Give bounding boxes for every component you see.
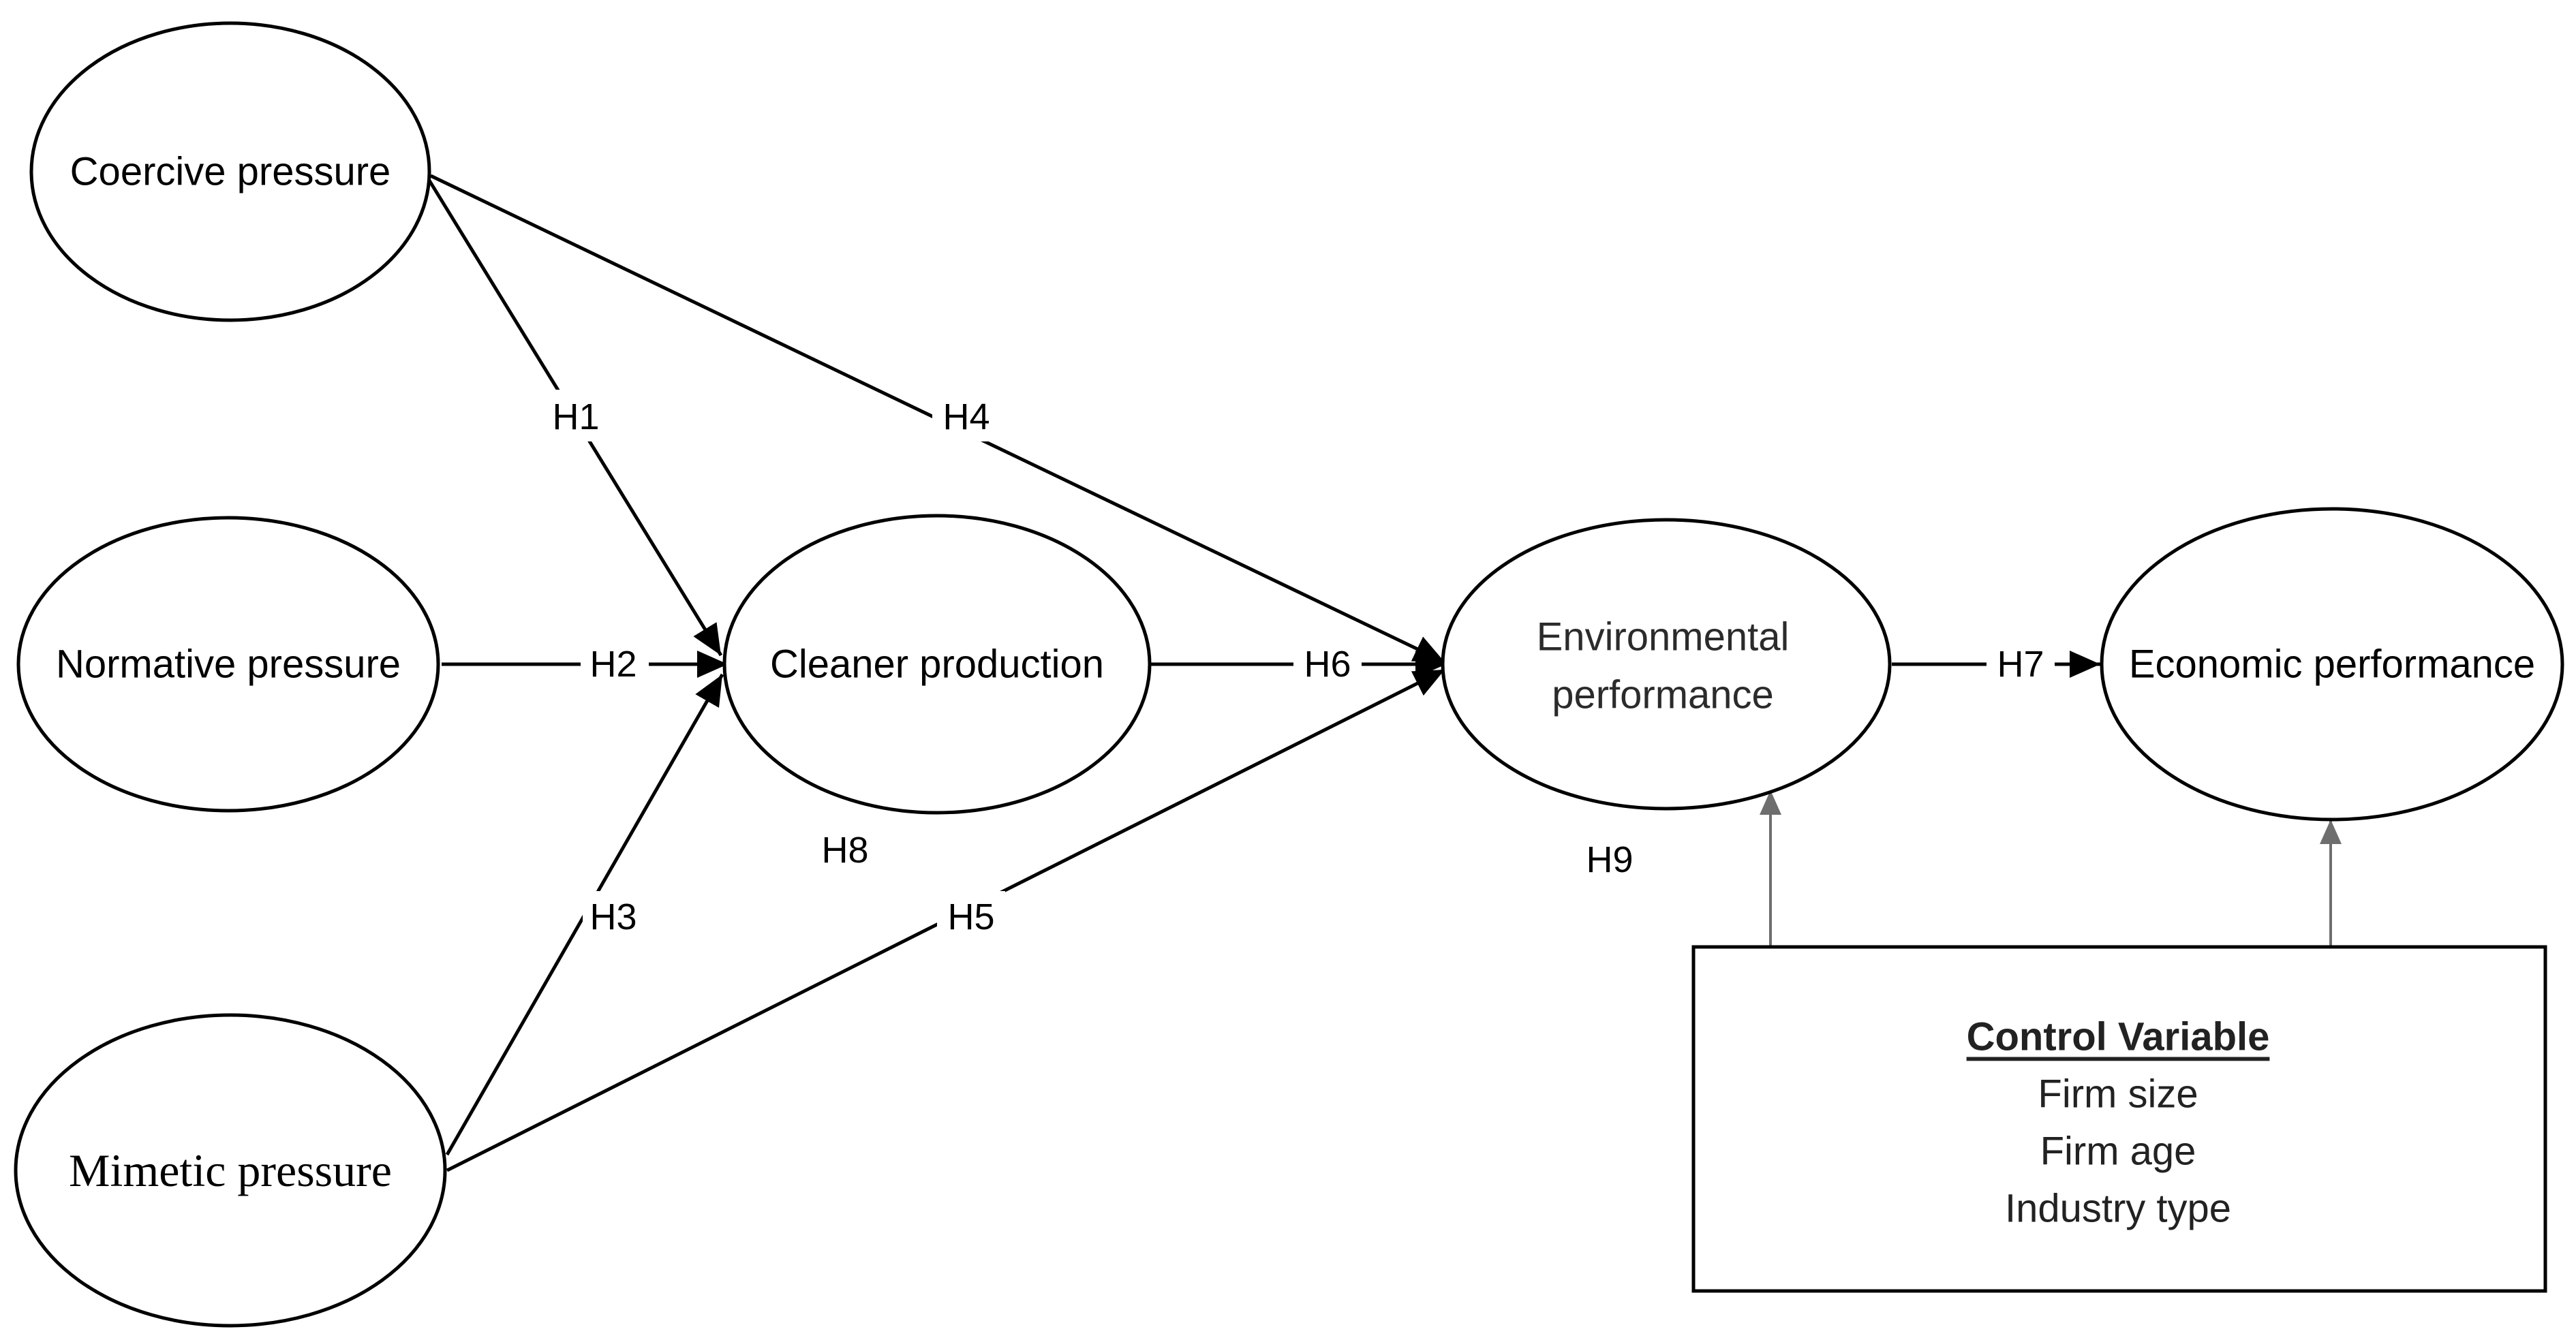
hypothesis-h2: H2: [581, 640, 649, 688]
hypothesis-h9-label: H9: [1586, 839, 1633, 880]
hypothesis-h7-label: H7: [1997, 644, 2044, 685]
hypothesis-h3: H3: [583, 891, 644, 943]
control-variable-item: Firm age: [2040, 1129, 2196, 1174]
hypothesis-h1-label: H1: [552, 396, 599, 437]
node-coercive-pressure: Coercive pressure: [29, 21, 431, 322]
control-variable-title: Control Variable: [1967, 1015, 2270, 1059]
control-variable-box: Control Variable Firm size Firm age Indu…: [1691, 945, 2547, 1293]
hypothesis-h6: H6: [1293, 640, 1362, 688]
hypothesis-h1: H1: [545, 390, 607, 441]
hypothesis-h2-label: H2: [589, 644, 637, 685]
hypothesis-h3-label: H3: [589, 897, 637, 937]
hypothesis-h8-label: H8: [821, 830, 868, 871]
hypothesis-h5-label: H5: [947, 897, 994, 937]
node-mimetic-label: Mimetic pressure: [69, 1144, 392, 1196]
node-normative-label: Normative pressure: [56, 642, 401, 687]
node-environmental-performance: Environmental performance: [1441, 518, 1892, 811]
node-environmental-label-line2: performance: [1552, 673, 1774, 717]
hypothesis-h6-label: H6: [1304, 644, 1351, 685]
control-variable-item: Firm size: [2038, 1072, 2198, 1117]
node-economic-label: Economic performance: [2129, 642, 2535, 687]
node-economic-performance: Economic performance: [2100, 507, 2564, 822]
node-normative-pressure: Normative pressure: [16, 516, 440, 813]
node-coercive-label: Coercive pressure: [70, 150, 391, 194]
node-environmental-label-line1: Environmental: [1537, 615, 1790, 659]
hypothesis-h4-label: H4: [942, 396, 990, 437]
node-mimetic-pressure: Mimetic pressure: [14, 1013, 447, 1328]
node-cleaner-label: Cleaner production: [770, 642, 1104, 687]
hypothesis-h4: H4: [932, 390, 1000, 441]
node-cleaner-production: Cleaner production: [722, 514, 1152, 815]
control-variable-item: Industry type: [2005, 1187, 2231, 1231]
hypothesis-h7: H7: [1987, 640, 2055, 688]
hypothesis-h5: H5: [937, 891, 1005, 943]
